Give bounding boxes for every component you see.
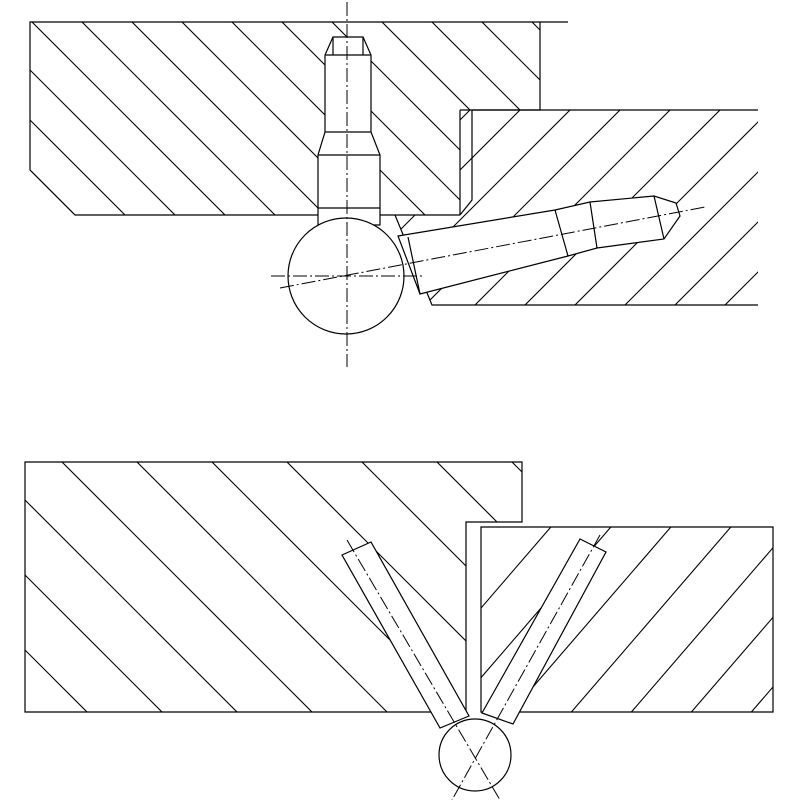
top-center-lines [271, 2, 706, 367]
vertical-bolt [317, 36, 381, 226]
bottom-right-pin [481, 538, 607, 725]
angled-bolt [397, 195, 681, 295]
top-gap-plate [459, 110, 473, 216]
bottom-left-pin [341, 541, 470, 729]
top-left-block [29, 21, 568, 216]
bottom-right-block-outline [480, 526, 774, 713]
bottom-right-hatching [481, 527, 773, 712]
bottom-right-block [480, 526, 774, 713]
top-view [29, 2, 758, 367]
bottom-view [24, 461, 774, 800]
top-left-hatching [30, 22, 540, 215]
bottom-center-lines [346, 534, 601, 800]
bottom-knuckle-circle [438, 718, 512, 792]
bottom-left-block-outline [24, 461, 523, 713]
